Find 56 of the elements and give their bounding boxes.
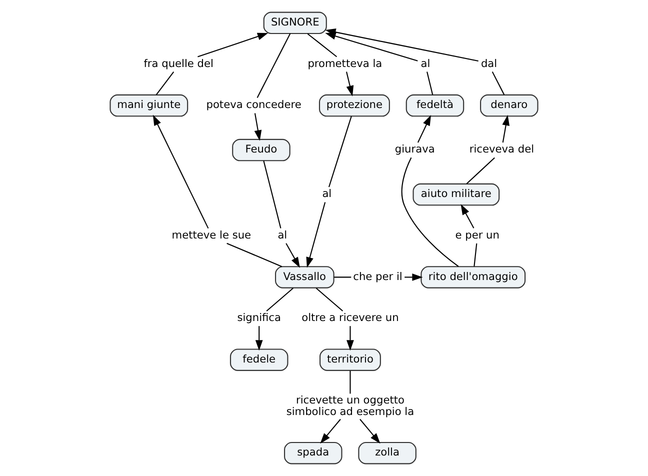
arrow [254, 113, 262, 141]
node-box: fedele [230, 348, 288, 371]
connector [263, 160, 282, 228]
connector [401, 157, 459, 267]
node-text: dal [480, 58, 498, 70]
arrow [417, 115, 431, 143]
node-box: Feudo [232, 138, 290, 162]
node-box: mani giunte [110, 94, 188, 117]
arrow [346, 326, 354, 351]
node-text: prometteva la [308, 58, 382, 70]
node-text: riceveva del [469, 144, 534, 156]
connector [328, 116, 352, 188]
node-text: oltre a ricevere un [302, 312, 399, 324]
node-text: giurava [394, 144, 435, 156]
node-text: metteve le sue [172, 230, 252, 242]
arrow [346, 72, 354, 96]
connector [350, 370, 351, 394]
arrow [502, 114, 510, 143]
node-box: spada [284, 442, 342, 464]
node-box: zolla [358, 442, 416, 464]
arrow [320, 418, 341, 444]
node-box: aiuto militare [412, 183, 500, 206]
node-text: fra quelle del [144, 58, 214, 70]
node-text: poteva concedere [206, 99, 302, 112]
connector [492, 72, 505, 96]
connector [256, 33, 291, 98]
arrow [306, 202, 326, 268]
node-box: denaro [480, 94, 538, 117]
arrow [198, 32, 268, 58]
arrow [286, 243, 300, 268]
connector [156, 71, 174, 96]
connector [316, 288, 344, 312]
connector [426, 72, 434, 95]
node-text: ricevette un oggetto simbolico ad esempio la [286, 394, 414, 418]
node-text: al [322, 188, 332, 200]
node-box: territorio [320, 348, 381, 371]
arrow [460, 204, 474, 228]
arrow [255, 326, 263, 351]
node-text: al [278, 230, 288, 242]
arrow [152, 114, 209, 229]
node-text: che per il [353, 270, 402, 283]
connector [334, 276, 352, 278]
node-box: protezione [318, 94, 390, 117]
arrow [404, 273, 423, 281]
connector [474, 243, 478, 266]
connector [266, 288, 294, 312]
node-text: significa [237, 312, 281, 324]
node-text: al [420, 58, 430, 70]
node-text: e per un [455, 230, 500, 242]
node-box: SIGNORE [263, 12, 327, 34]
connector [466, 157, 495, 184]
node-box: rito dell'omaggio [420, 266, 526, 288]
connector [226, 242, 282, 268]
node-box: fedeltà [406, 94, 464, 117]
node-box: Vassallo [275, 266, 334, 288]
arrow [360, 418, 380, 444]
